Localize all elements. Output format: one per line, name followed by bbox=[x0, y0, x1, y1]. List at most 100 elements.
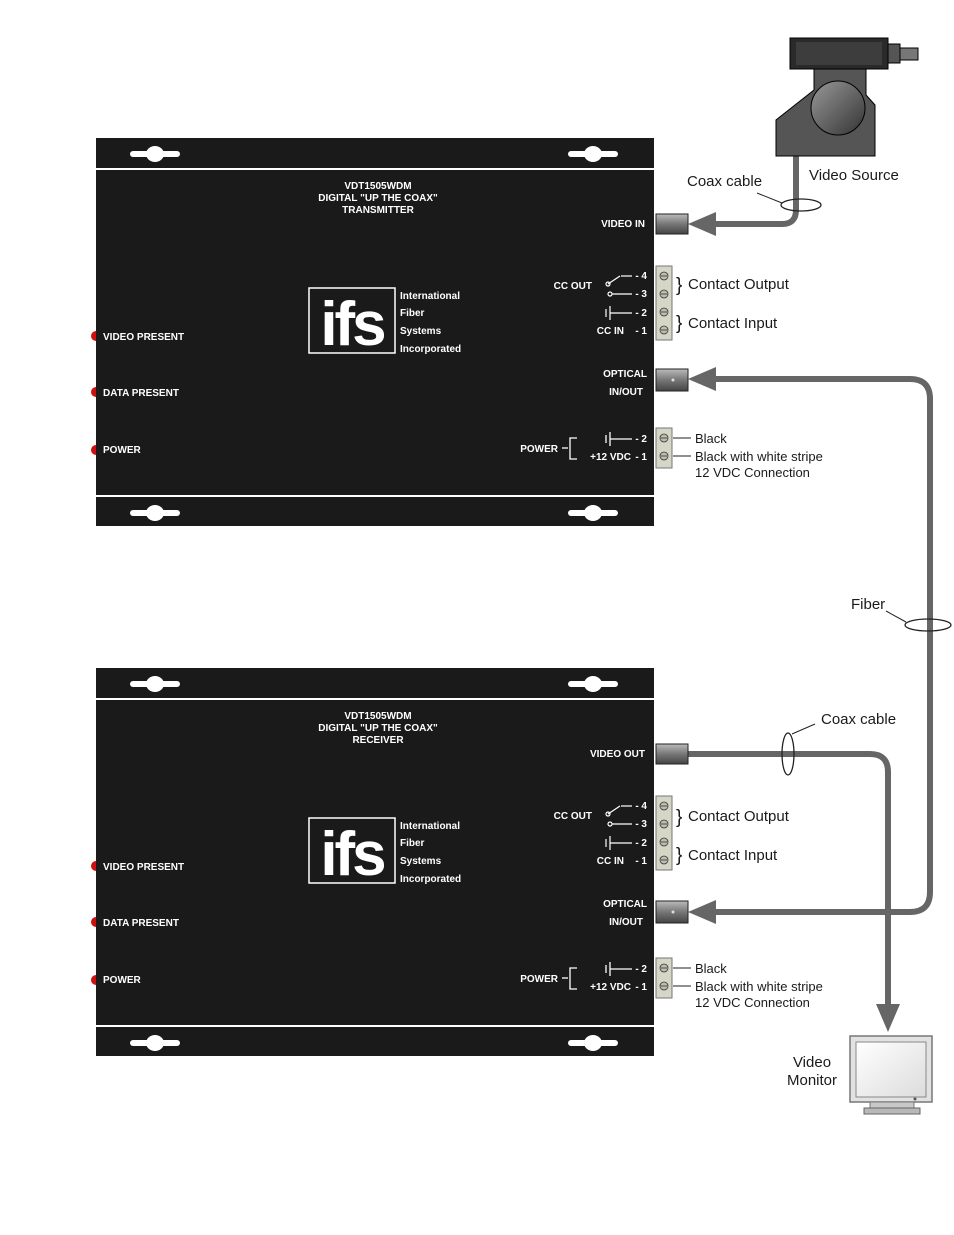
pin-3: - 3 bbox=[635, 289, 647, 300]
logo-word-1: International bbox=[400, 291, 460, 302]
label-black-stripe-rx: Black with white stripe bbox=[695, 979, 823, 994]
pin-4: - 4 bbox=[635, 271, 647, 282]
label-video-monitor-2: Monitor bbox=[787, 1072, 837, 1089]
brace-contact-input-rx: } bbox=[676, 845, 682, 866]
terminal-block-contacts bbox=[655, 265, 673, 341]
rx-video-port-label: VIDEO OUT bbox=[590, 749, 645, 760]
power-bracket bbox=[562, 432, 632, 460]
label-contact-output-rx: Contact Output bbox=[688, 808, 790, 825]
fiber-marker bbox=[904, 618, 952, 632]
led-label-video-present: VIDEO PRESENT bbox=[103, 862, 184, 873]
mounting-slots bbox=[130, 146, 618, 521]
mounting-flange-top bbox=[96, 668, 654, 698]
power-pin-1: - 1 bbox=[635, 452, 647, 463]
led-power bbox=[91, 975, 96, 985]
video-source-camera bbox=[775, 37, 919, 157]
logo-word-4: Incorporated bbox=[400, 874, 461, 885]
led-data-present bbox=[91, 387, 96, 397]
label-contact-input-rx: Contact Input bbox=[688, 847, 778, 864]
brace-contact-output-rx: } bbox=[676, 807, 682, 828]
pin-1: - 1 bbox=[635, 856, 647, 867]
label-black-stripe: Black with white stripe bbox=[695, 449, 823, 464]
cc-in-label: CC IN bbox=[597, 326, 624, 337]
power-label: POWER bbox=[520, 974, 559, 985]
arrow-video-in bbox=[688, 212, 716, 236]
led-data-present bbox=[91, 917, 96, 927]
power-pin-2: - 2 bbox=[635, 434, 647, 445]
pin-1: - 1 bbox=[635, 326, 647, 337]
arrow-monitor bbox=[876, 1004, 900, 1032]
power-pin-1: - 1 bbox=[635, 982, 647, 993]
led-label-power: POWER bbox=[103, 975, 142, 986]
power-bracket bbox=[562, 962, 632, 990]
ifs-logo: ifs bbox=[320, 820, 384, 889]
transmitter-unit: VDT1505WDM DIGITAL "UP THE COAX" TRANSMI… bbox=[91, 138, 689, 526]
led-power bbox=[91, 445, 96, 455]
mounting-flange-bottom bbox=[96, 497, 654, 526]
led-label-data-present: DATA PRESENT bbox=[103, 918, 179, 929]
label-vdc-connection: 12 VDC Connection bbox=[695, 465, 810, 480]
coax-cable-monitor bbox=[688, 751, 891, 1008]
rx-subtitle: DIGITAL "UP THE COAX" bbox=[318, 723, 438, 734]
logo-word-4: Incorporated bbox=[400, 344, 461, 355]
led-label-video-present: VIDEO PRESENT bbox=[103, 332, 184, 343]
power-pin-2: - 2 bbox=[635, 964, 647, 975]
coax-marker-top bbox=[780, 198, 822, 212]
pin-2: - 2 bbox=[635, 308, 647, 319]
mounting-flange-bottom bbox=[96, 1027, 654, 1056]
label-contact-output: Contact Output bbox=[688, 276, 790, 293]
tx-model: VDT1505WDM bbox=[344, 181, 411, 192]
label-video-source: Video Source bbox=[809, 167, 899, 184]
cc-out-label: CC OUT bbox=[554, 811, 592, 822]
optical-label-1: OPTICAL bbox=[603, 899, 647, 910]
label-vdc-connection-rx: 12 VDC Connection bbox=[695, 995, 810, 1010]
optical-label-2: IN/OUT bbox=[609, 917, 643, 928]
logo-word-2: Fiber bbox=[400, 838, 425, 849]
label-coax-cable-top: Coax cable bbox=[687, 173, 762, 190]
mounting-flange-top bbox=[96, 138, 654, 168]
arrow-rx-optical bbox=[688, 900, 716, 924]
video-monitor bbox=[849, 1035, 933, 1115]
cables bbox=[688, 155, 952, 1032]
led-label-power: POWER bbox=[103, 445, 142, 456]
annotations: Coax cable Video Source } Contact Output… bbox=[673, 167, 899, 1089]
pin-2: - 2 bbox=[635, 838, 647, 849]
logo-word-3: Systems bbox=[400, 856, 442, 867]
label-video-monitor-1: Video bbox=[793, 1054, 831, 1071]
cc-out-label: CC OUT bbox=[554, 281, 592, 292]
label-contact-input: Contact Input bbox=[688, 315, 778, 332]
logo-word-3: Systems bbox=[400, 326, 442, 337]
label-fiber: Fiber bbox=[851, 596, 885, 613]
relay-switch-symbol bbox=[605, 805, 632, 850]
led-video-present bbox=[91, 331, 96, 341]
pin-3: - 3 bbox=[635, 819, 647, 830]
pin-4: - 4 bbox=[635, 801, 647, 812]
label-black: Black bbox=[695, 431, 727, 446]
mounting-slots bbox=[130, 676, 618, 1051]
logo-word-1: International bbox=[400, 821, 460, 832]
brace-contact-output: } bbox=[676, 275, 682, 296]
rx-model: VDT1505WDM bbox=[344, 711, 411, 722]
tx-type: TRANSMITTER bbox=[342, 205, 414, 216]
bnc-video-connector bbox=[655, 213, 689, 235]
coax-marker-bottom bbox=[781, 732, 795, 776]
brace-contact-input: } bbox=[676, 313, 682, 334]
tx-video-port-label: VIDEO IN bbox=[601, 219, 645, 230]
led-label-data-present: DATA PRESENT bbox=[103, 388, 179, 399]
terminal-block-contacts bbox=[655, 795, 673, 871]
fiber-cable bbox=[712, 376, 933, 915]
label-coax-cable-bottom: Coax cable bbox=[821, 711, 896, 728]
ifs-logo-box bbox=[308, 817, 396, 884]
power-label: POWER bbox=[520, 444, 559, 455]
vdc-label: +12 VDC bbox=[590, 452, 631, 463]
vdc-label: +12 VDC bbox=[590, 982, 631, 993]
relay-switch-symbol bbox=[605, 275, 632, 320]
ifs-logo: ifs bbox=[320, 290, 384, 359]
logo-word-2: Fiber bbox=[400, 308, 425, 319]
front-panel bbox=[96, 700, 654, 1025]
label-black-rx: Black bbox=[695, 961, 727, 976]
arrow-tx-optical bbox=[688, 367, 716, 391]
led-video-present bbox=[91, 861, 96, 871]
receiver-unit: VDT1505WDM DIGITAL "UP THE COAX" RECEIVE… bbox=[91, 668, 689, 1056]
